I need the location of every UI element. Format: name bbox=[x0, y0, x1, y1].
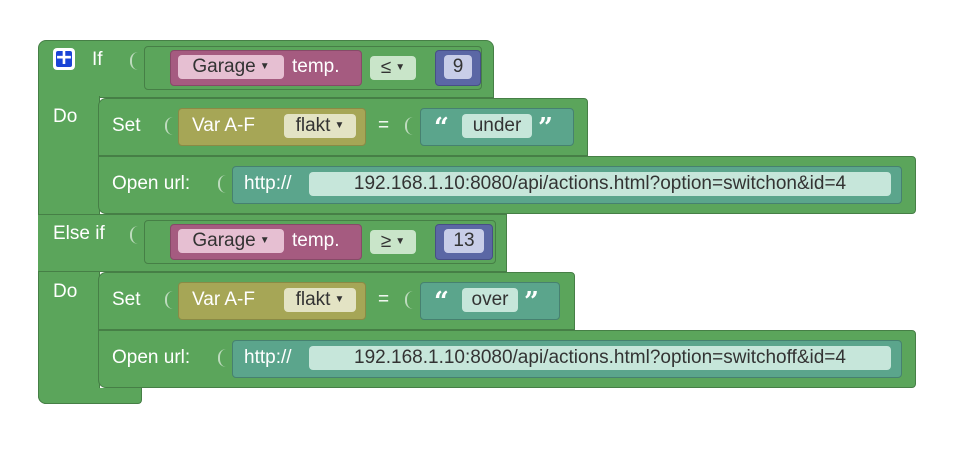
input-connector bbox=[165, 117, 173, 135]
input-connector bbox=[218, 175, 226, 193]
equals-label-2: = bbox=[378, 289, 390, 310]
number-field-2[interactable]: 13 bbox=[444, 229, 484, 253]
operator-value-2: ≥ bbox=[380, 231, 392, 253]
elseif-label: Else if bbox=[53, 223, 105, 244]
open-quote-1: “ bbox=[434, 113, 449, 143]
if-label: If bbox=[92, 49, 103, 70]
triangle-down-icon: ▼ bbox=[259, 235, 270, 246]
triangle-down-icon: ▼ bbox=[395, 62, 406, 73]
var-type-label-1: Var A-F bbox=[192, 115, 255, 136]
text-field-2[interactable]: over bbox=[462, 288, 518, 312]
number-block-1[interactable] bbox=[435, 50, 481, 86]
triangle-down-icon: ▼ bbox=[395, 236, 406, 247]
number-field-1[interactable]: 9 bbox=[444, 55, 472, 79]
input-connector bbox=[405, 117, 413, 135]
url-prefix-2: http:// bbox=[244, 347, 292, 368]
device-dropdown-2[interactable]: Garage▼ bbox=[178, 229, 284, 253]
triangle-down-icon: ▼ bbox=[259, 61, 270, 72]
device-value-1: Garage bbox=[192, 56, 256, 78]
device-dropdown-1[interactable]: Garage▼ bbox=[178, 55, 284, 79]
var-name-dropdown-1[interactable]: flakt▼ bbox=[284, 114, 356, 138]
url-prefix-1: http:// bbox=[244, 173, 292, 194]
close-quote-1: ” bbox=[538, 113, 553, 143]
set-label-1: Set bbox=[112, 115, 141, 136]
text-field-1[interactable]: under bbox=[462, 114, 532, 138]
triangle-down-icon: ▼ bbox=[334, 120, 345, 131]
do-label-1: Do bbox=[53, 106, 78, 127]
open-url-label-2: Open url: bbox=[112, 347, 191, 368]
operator-dropdown-2[interactable]: ≥▼ bbox=[370, 230, 416, 254]
do-label-2: Do bbox=[53, 281, 78, 302]
var-name-dropdown-2[interactable]: flakt▼ bbox=[284, 288, 356, 312]
operator-dropdown-1[interactable]: ≤▼ bbox=[370, 56, 416, 80]
input-connector bbox=[130, 226, 138, 244]
input-connector bbox=[130, 52, 138, 70]
operator-value-1: ≤ bbox=[380, 57, 392, 79]
equals-label-1: = bbox=[378, 115, 390, 136]
open-quote-2: “ bbox=[434, 287, 449, 317]
url-field-1[interactable]: 192.168.1.10:8080/api/actions.html?optio… bbox=[309, 172, 891, 196]
open-url-label-1: Open url: bbox=[112, 173, 191, 194]
if-block-bottom bbox=[38, 388, 142, 404]
triangle-down-icon: ▼ bbox=[334, 294, 345, 305]
set-label-2: Set bbox=[112, 289, 141, 310]
property-label-1: temp. bbox=[292, 56, 340, 77]
var-type-label-2: Var A-F bbox=[192, 289, 255, 310]
var-name-value-1: flakt bbox=[295, 115, 331, 137]
input-connector bbox=[165, 291, 173, 309]
input-connector bbox=[405, 291, 413, 309]
plus-icon[interactable] bbox=[53, 46, 75, 70]
property-label-2: temp. bbox=[292, 230, 340, 251]
device-value-2: Garage bbox=[192, 230, 256, 252]
close-quote-2: ” bbox=[524, 287, 539, 317]
input-connector bbox=[218, 349, 226, 367]
url-field-2[interactable]: 192.168.1.10:8080/api/actions.html?optio… bbox=[309, 346, 891, 370]
var-name-value-2: flakt bbox=[295, 289, 331, 311]
